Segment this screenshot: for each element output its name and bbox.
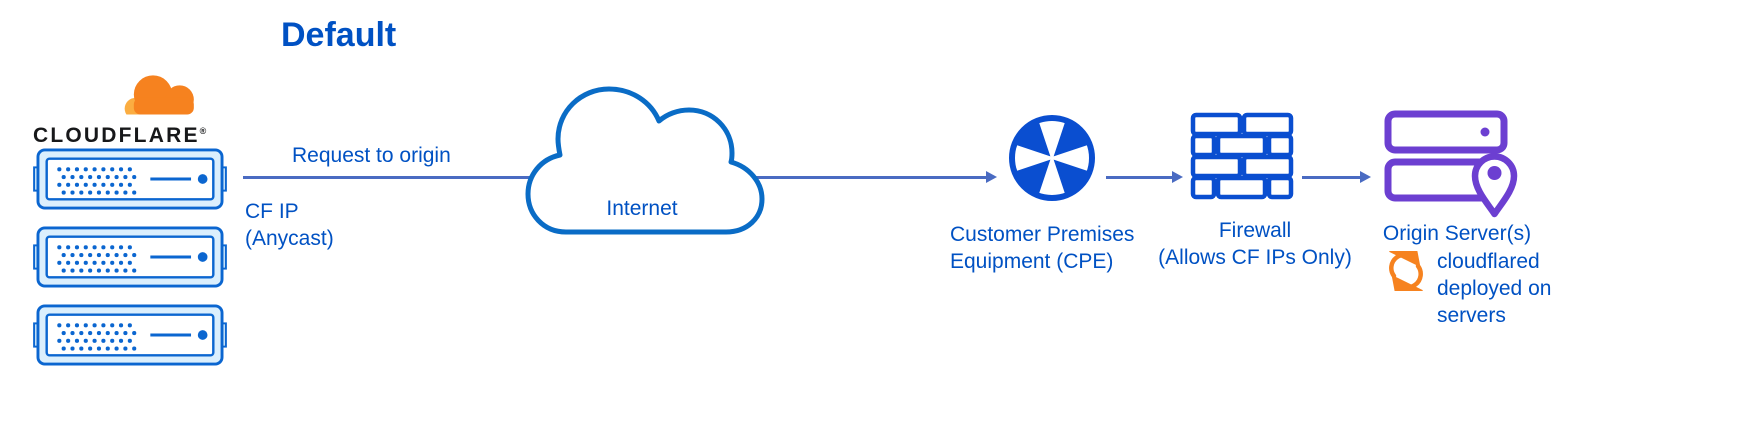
edge-server-icon [33,226,227,288]
cf-ip-anycast-label: CF IP (Anycast) [245,200,334,250]
sync-arrows-icon [1388,251,1424,291]
edge-server-icon [33,304,227,366]
request-to-origin-label: Request to origin [292,144,451,167]
firewall-to-origin-line [1302,176,1362,179]
inward-arrows-circle-icon [1009,115,1095,201]
brick-wall-icon [1190,112,1294,200]
server-stack-with-location-pin-icon [1384,110,1518,218]
arrowhead-to-firewall [1172,171,1183,183]
edge-server-icon [33,148,227,210]
cpe-to-firewall-line [1106,176,1174,179]
cpe-label: Customer Premises Equipment (CPE) [950,223,1135,273]
cloudflare-brand-text: CLOUDFLARE [33,124,200,147]
diagram-title: Default [281,16,397,54]
firewall-label: Firewall (Allows CF IPs Only) [1158,219,1352,269]
origin-server-label: Origin Server(s) [1382,222,1532,245]
internet-label: Internet [606,197,678,220]
internet-cloud-icon [525,86,765,235]
cloudflare-cloud-icon [113,75,213,123]
arrowhead-to-origin [1360,171,1371,183]
arrowhead-to-cpe [986,171,997,183]
cloudflared-label: cloudflared deployed on servers [1437,250,1552,327]
cloudflare-wordmark: CLOUDFLARE® [33,124,206,148]
registered-trademark: ® [199,126,207,136]
